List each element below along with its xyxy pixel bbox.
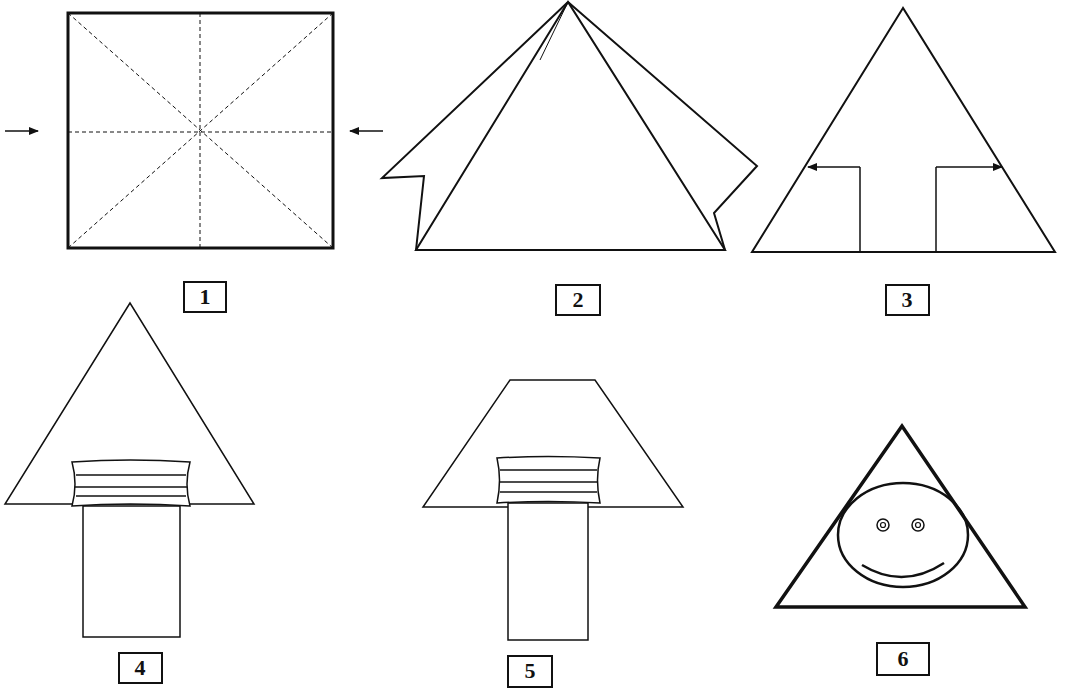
callout-number: 4 <box>135 657 146 679</box>
step-number-box: 3 <box>885 284 930 316</box>
step-number-box: 2 <box>555 284 601 316</box>
step-number-box: 5 <box>507 655 553 688</box>
callout-number: 2 <box>573 289 584 311</box>
step1-square <box>5 13 383 248</box>
step-number-box: 1 <box>183 281 227 313</box>
step2-folded-triangle <box>382 2 757 250</box>
step6-smiley-triangle <box>776 426 1025 607</box>
step-number-box: 6 <box>876 642 930 676</box>
callout-number: 3 <box>902 289 913 311</box>
step3-triangle-cuts <box>752 8 1055 252</box>
callout-number: 1 <box>200 286 211 308</box>
step-number-box: 4 <box>118 652 163 684</box>
step4-mushroom <box>5 303 254 637</box>
callout-number: 6 <box>898 648 909 670</box>
step5-lamp <box>423 380 683 640</box>
callout-number: 5 <box>525 660 536 682</box>
